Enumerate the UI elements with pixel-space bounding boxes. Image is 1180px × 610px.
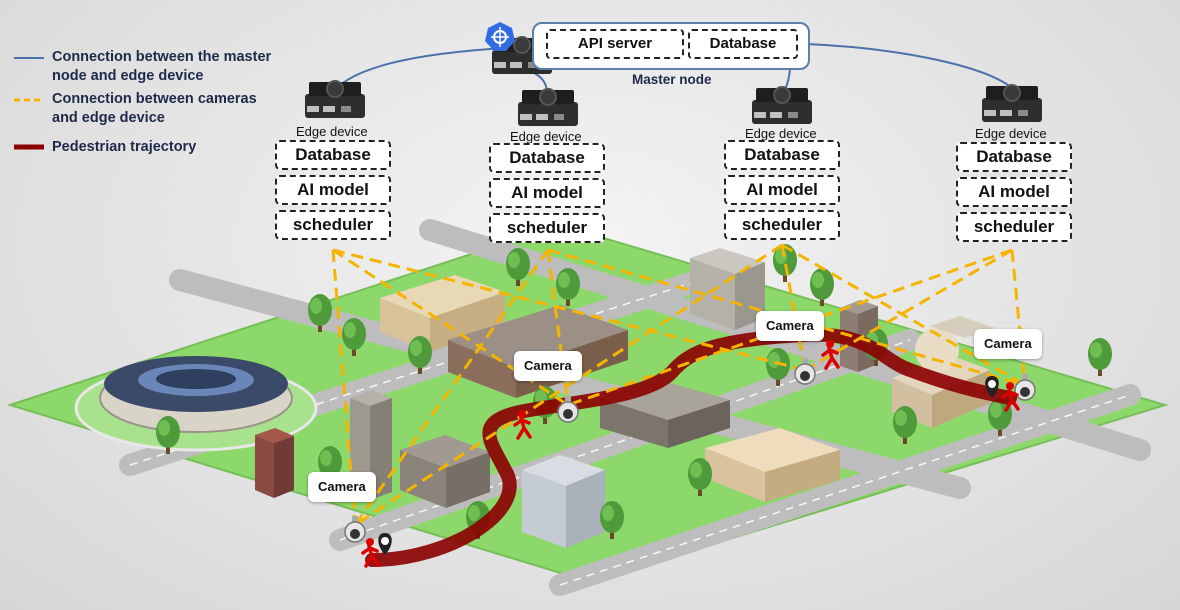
master-node-box: API server Database: [532, 22, 810, 70]
legend-item-master-edge: Connection between the master node and e…: [14, 48, 294, 88]
api-server-box: API server: [546, 29, 684, 59]
edge-ai-model-box: AI model: [489, 178, 605, 208]
edge-stack: Database AI model scheduler: [275, 140, 391, 245]
edge-device-label: Edge device: [975, 126, 1047, 141]
edge-ai-model-box: AI model: [956, 177, 1072, 207]
edge-ai-model-box: AI model: [275, 175, 391, 205]
legend-line-dashed: [14, 98, 44, 102]
edge-device-label: Edge device: [745, 126, 817, 141]
master-database-box: Database: [688, 29, 798, 59]
edge-ai-model-box: AI model: [724, 175, 840, 205]
edge-database-box: Database: [489, 143, 605, 173]
legend-text-camera-edge: Connection between cameras and edge devi…: [52, 91, 257, 126]
master-node-label: Master node: [632, 72, 712, 87]
edge-database-box: Database: [275, 140, 391, 170]
edge-scheduler-box: scheduler: [724, 210, 840, 240]
legend-text-master-edge: Connection between the master node and e…: [52, 49, 272, 84]
edge-device-label: Edge device: [510, 129, 582, 144]
edge-database-box: Database: [956, 142, 1072, 172]
edge-device-icon: [304, 80, 1043, 127]
camera-label: Camera: [756, 311, 824, 341]
legend: Connection between the master node and e…: [14, 48, 294, 160]
camera-label: Camera: [514, 351, 582, 381]
legend-item-trajectory: Pedestrian trajectory: [14, 138, 294, 160]
camera-label: Camera: [974, 329, 1042, 359]
edge-stack: Database AI model scheduler: [956, 142, 1072, 247]
edge-scheduler-box: scheduler: [275, 210, 391, 240]
edge-stack: Database AI model scheduler: [724, 140, 840, 245]
kubernetes-icon: [485, 22, 515, 51]
edge-device-label: Edge device: [296, 124, 368, 139]
legend-line-blue: [14, 57, 44, 59]
legend-text-trajectory: Pedestrian trajectory: [52, 139, 197, 155]
edge-stack: Database AI model scheduler: [489, 143, 605, 248]
camera-label: Camera: [308, 472, 376, 502]
edge-database-box: Database: [724, 140, 840, 170]
edge-scheduler-box: scheduler: [489, 213, 605, 243]
pedestrian-trajectory: [365, 327, 1017, 567]
stadium-icon: [74, 356, 318, 452]
legend-line-red: [14, 144, 44, 150]
edge-scheduler-box: scheduler: [956, 212, 1072, 242]
legend-item-camera-edge: Connection between cameras and edge devi…: [14, 90, 294, 138]
